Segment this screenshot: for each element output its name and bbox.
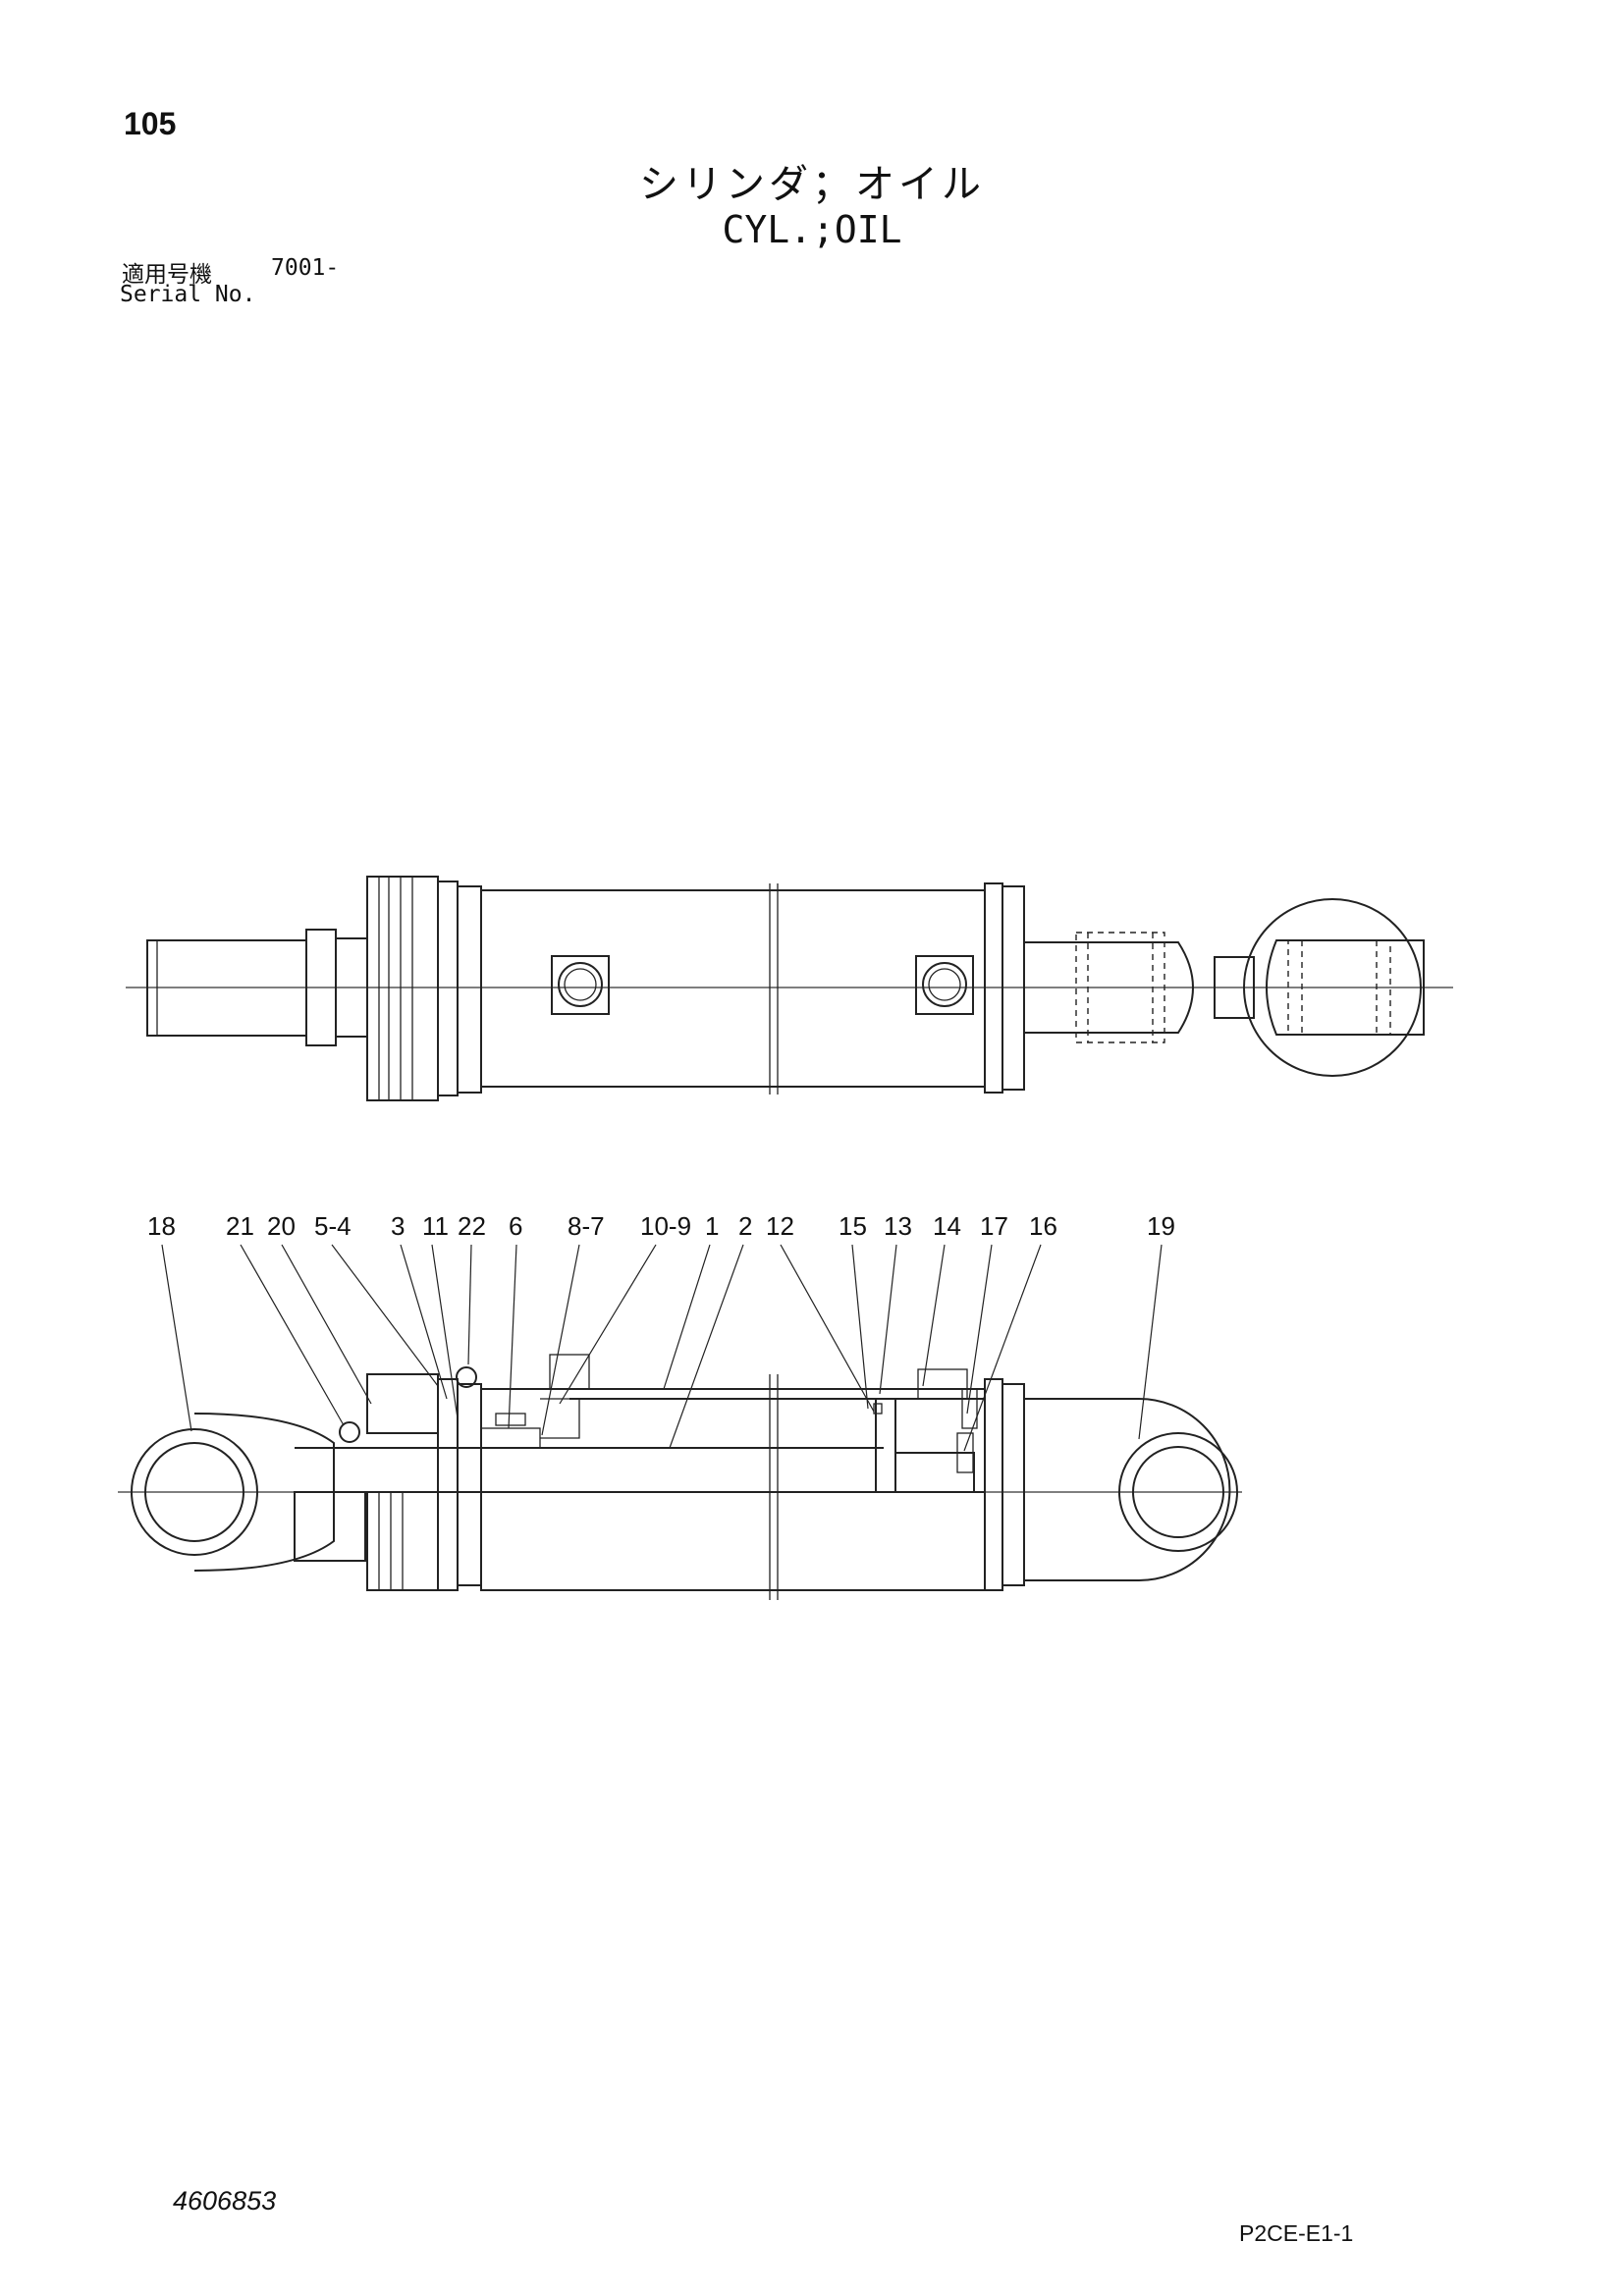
callout-label: 12 (766, 1211, 794, 1241)
callout-label: 16 (1029, 1211, 1057, 1241)
leader-lines (161, 1244, 1163, 1452)
cylinder-section-view (118, 1354, 1242, 1600)
callout-label: 1 (705, 1211, 719, 1241)
callout-label: 13 (884, 1211, 912, 1241)
serial-value: 7001- (271, 255, 340, 281)
serial-label-english: Serial No. (120, 282, 256, 307)
title-english: CYL.;OIL (722, 208, 902, 251)
callout-labels: 18 21 20 5-4 3 11 22 6 8-7 10-9 1 2 12 1… (147, 1211, 1175, 1241)
callout-label: 18 (147, 1211, 176, 1241)
callout-label: 21 (226, 1211, 254, 1241)
serial-label-japanese: 適用号機 (122, 262, 212, 288)
callout-label: 20 (267, 1211, 296, 1241)
document-number: 4606853 (173, 2186, 277, 2216)
callout-label: 2 (738, 1211, 752, 1241)
callout-label: 22 (458, 1211, 486, 1241)
page-number: 105 (124, 106, 177, 141)
callout-label: 10-9 (640, 1211, 691, 1241)
callout-label: 19 (1147, 1211, 1175, 1241)
callout-label: 8-7 (568, 1211, 605, 1241)
page-code: P2CE-E1-1 (1239, 2220, 1354, 2246)
callout-label: 15 (839, 1211, 867, 1241)
callout-label: 17 (980, 1211, 1008, 1241)
callout-label: 3 (391, 1211, 405, 1241)
callout-label: 6 (509, 1211, 522, 1241)
cylinder-top-view (126, 876, 1453, 1101)
callout-label: 14 (933, 1211, 961, 1241)
callout-label: 11 (422, 1211, 449, 1241)
title-japanese: シリンダ；オイル (639, 162, 985, 207)
callout-label: 5-4 (314, 1211, 352, 1241)
